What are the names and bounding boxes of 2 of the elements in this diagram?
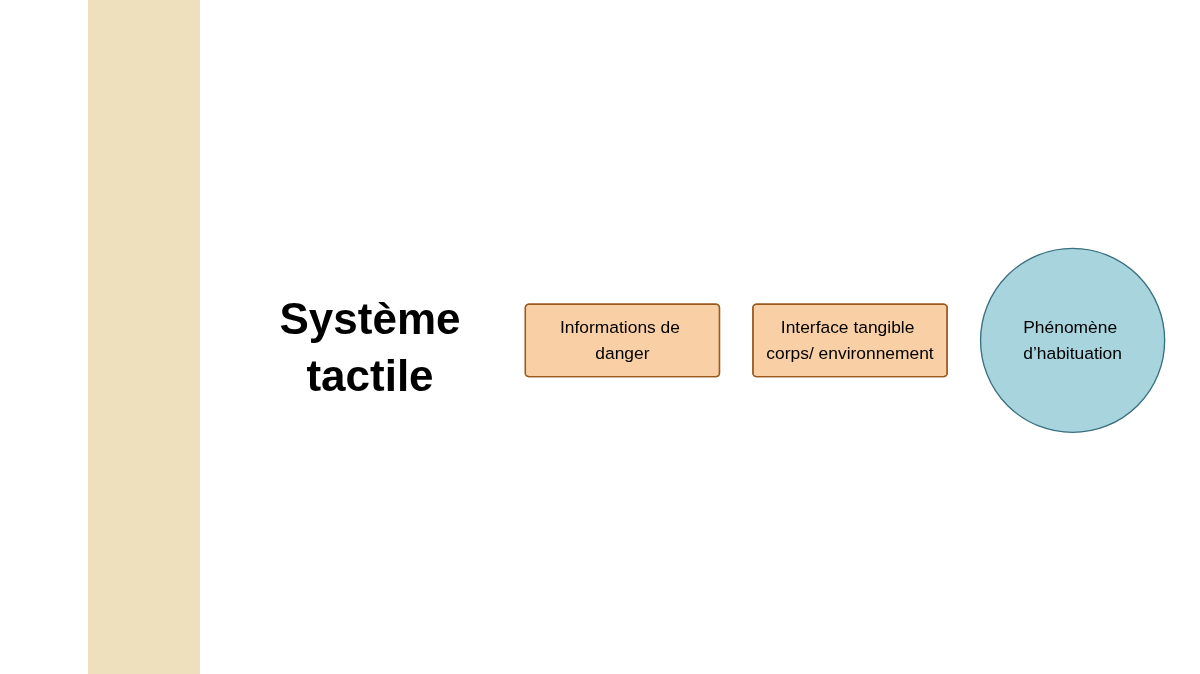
node-circle: Phénomène d’habituation (979, 247, 1166, 433)
heading-text: Système tactile (278, 293, 462, 403)
